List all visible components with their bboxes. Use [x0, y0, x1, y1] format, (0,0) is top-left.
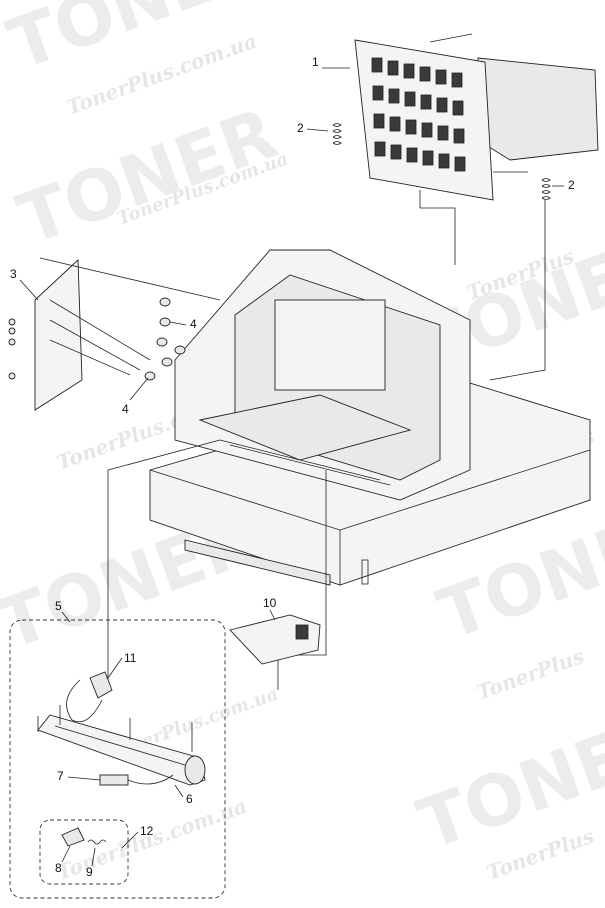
part-12-subgroup-box: [39, 819, 129, 885]
printer-frame: [174, 249, 471, 501]
callout-12: 12: [140, 824, 154, 838]
callout-7: 7: [57, 769, 64, 783]
callout-4-upper: 4: [190, 317, 197, 331]
part-5-fuser-assembly: [37, 705, 206, 786]
part-1-screw: [429, 33, 473, 43]
callout-labels: 1 2 2 3 4 4 5 6 7 8 9 10 11 12: [10, 55, 575, 879]
part-6-7-connector: [99, 774, 174, 786]
part-4-rollers: [144, 297, 186, 381]
frame-window: [274, 299, 386, 391]
callout-8: 8: [55, 861, 62, 875]
leader-lines: [107, 190, 546, 690]
part-11-thermistor: [66, 671, 113, 723]
callout-4-lower: 4: [122, 402, 129, 416]
part-3-side-bracket: [8, 257, 221, 411]
callout-11: 11: [124, 651, 137, 665]
part-8-9-parts: [61, 827, 107, 847]
callout-2-right: 2: [568, 178, 575, 192]
part-10-body: [229, 614, 321, 665]
watermark-short-3: TonerPlus: [474, 644, 588, 705]
base-tray-slot: [184, 539, 331, 586]
part-3-plate: [34, 258, 83, 411]
callout-3: 3: [10, 267, 17, 281]
callout-9: 9: [86, 865, 93, 879]
part-10-cover: [229, 614, 321, 665]
spring-left: [332, 123, 342, 145]
callout-5: 5: [55, 599, 62, 613]
spring-right: [541, 178, 551, 200]
part-1-grid: [371, 57, 466, 172]
frame-paper-path: [198, 394, 412, 461]
callout-2-left: 2: [297, 121, 304, 135]
callout-6: 6: [186, 792, 193, 806]
callout-1: 1: [312, 55, 319, 69]
base-window: [361, 559, 369, 585]
part-1-rear-box: [477, 57, 599, 161]
callout-10: 10: [263, 596, 277, 610]
part-1-upper-guide-unit: [354, 33, 599, 201]
part-5-group-box: [9, 619, 226, 899]
